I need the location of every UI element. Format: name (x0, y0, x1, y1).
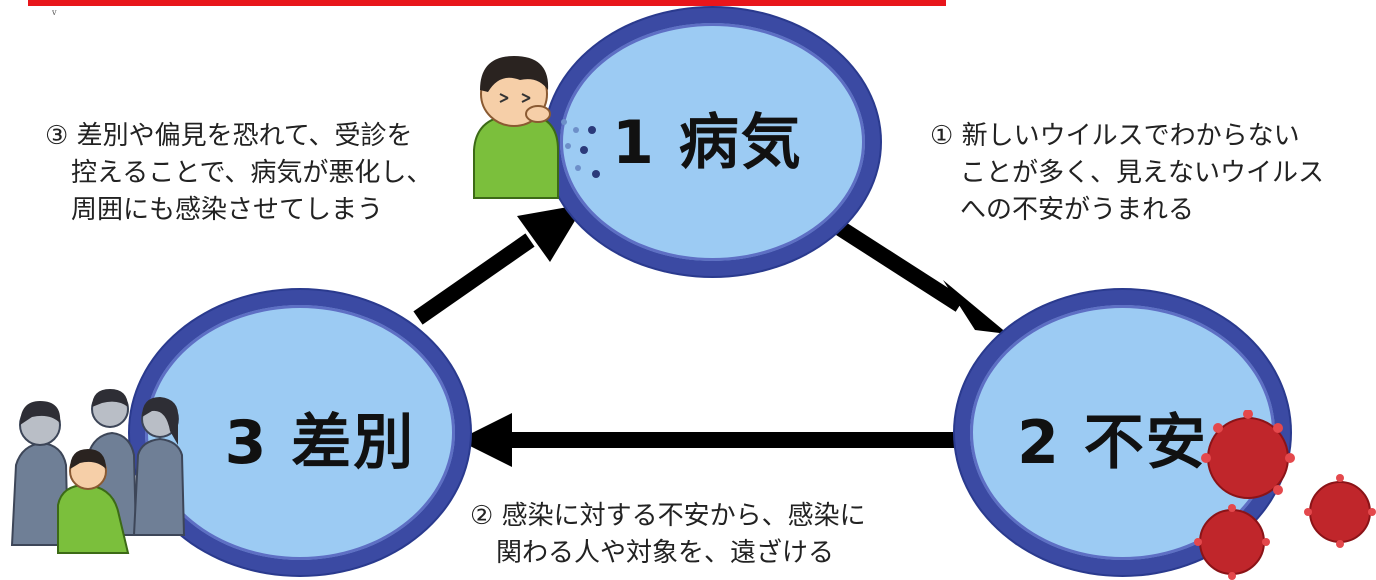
node-illness-label: 1 病気 (612, 107, 803, 178)
node-anxiety-label: 2 不安 (1017, 408, 1208, 478)
node-discrimination-label: 3 差別 (224, 408, 416, 478)
top-red-bar (28, 0, 946, 6)
note-step3-line1: ③ 差別や偏見を恐れて、受診を (45, 121, 413, 151)
note-step3-line2: 控えることで、病気が悪化し、 (71, 158, 433, 188)
note-step3: ③ 差別や偏見を恐れて、受診を 控えることで、病気が悪化し、 周囲にも感染させて… (45, 118, 432, 229)
note-step2: ② 感染に対する不安から、感染に 関わる人や対象を、遠ざける (470, 498, 866, 572)
virus-icon (1194, 410, 1376, 580)
note-step1-line3: への不安がうまれる (960, 195, 1195, 225)
note-step1-line2: ことが多く、見えないウイルス (960, 158, 1325, 188)
arrow-illness-to-anxiety (835, 221, 1008, 334)
note-step1: ① 新しいウイルスでわからない ことが多く、見えないウイルス への不安がうまれる (930, 118, 1324, 229)
arrow-anxiety-to-discrimination (458, 413, 960, 467)
crowd-pointing-icon (10, 389, 186, 554)
note-step2-line2: 関わる人や対象を、遠ざける (496, 538, 835, 568)
note-step2-line1: ② 感染に対する不安から、感染に (470, 501, 866, 531)
note-step1-line1: ① 新しいウイルスでわからない (930, 121, 1300, 151)
note-step3-line3: 周囲にも感染させてしまう (71, 195, 384, 225)
arrow-discrimination-to-illness (413, 204, 585, 325)
tiny-mark: v (52, 8, 57, 17)
coughing-person-icon (473, 56, 600, 199)
